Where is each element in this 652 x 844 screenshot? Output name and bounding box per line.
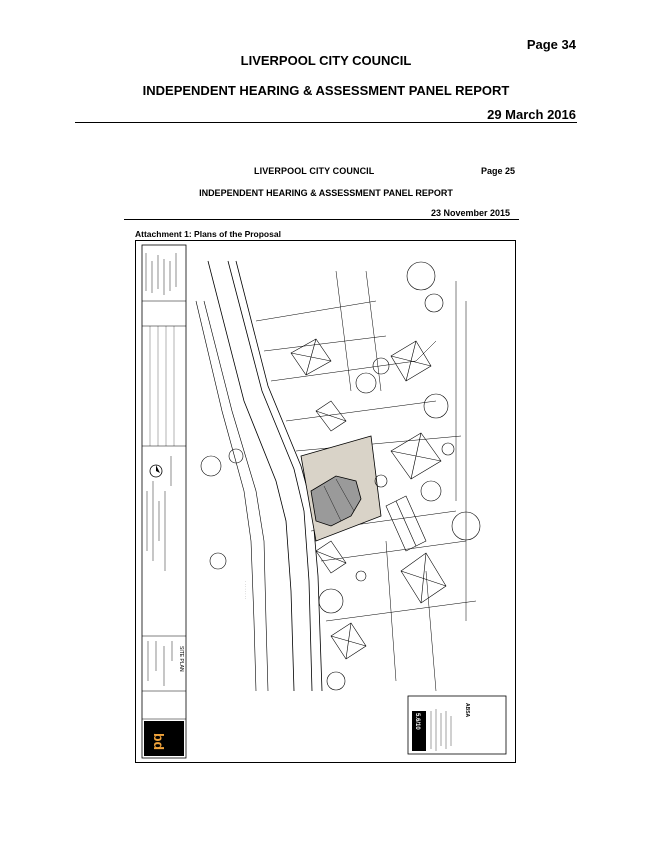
- house-8: [330, 622, 367, 660]
- inner-header-divider: [124, 219, 519, 220]
- proposed-building: [310, 475, 362, 527]
- plan-stamp-number: 5.6/10: [414, 713, 420, 730]
- approval-stamp: [407, 695, 507, 755]
- firm-logo-text: bd: [151, 733, 167, 750]
- drawing-title: SITE PLAN: [178, 646, 184, 672]
- inner-report-date: 23 November 2015: [431, 208, 511, 218]
- header-divider: [75, 122, 577, 123]
- inner-panel-heading: INDEPENDENT HEARING & ASSESSMENT PANEL R…: [199, 188, 453, 198]
- svg-text:· · · · · · · ·: · · · · · · · ·: [243, 581, 248, 599]
- house-2: [390, 340, 432, 382]
- inner-page-number: Page 25: [481, 166, 516, 176]
- house-3: [390, 432, 442, 480]
- house-4: [385, 495, 427, 552]
- page-number: Page 34: [526, 37, 576, 52]
- attachment-caption: Attachment 1: Plans of the Proposal: [135, 229, 281, 239]
- site-plan-drawing: SITE PLAN bd · · · · · · · ·: [135, 240, 516, 763]
- report-date: 29 March 2016: [487, 107, 576, 122]
- stamp-org: ABSA: [464, 703, 470, 718]
- panel-heading: INDEPENDENT HEARING & ASSESSMENT PANEL R…: [142, 83, 510, 98]
- house-1: [290, 338, 332, 376]
- firm-logo-icon: [144, 721, 184, 756]
- inner-council-heading: LIVERPOOL CITY COUNCIL: [254, 166, 375, 176]
- house-6: [315, 540, 347, 574]
- council-heading: LIVERPOOL CITY COUNCIL: [240, 53, 412, 68]
- house-5: [400, 552, 447, 604]
- site-plan-svg: SITE PLAN bd · · · · · · · ·: [141, 244, 507, 759]
- house-7: [315, 400, 347, 432]
- title-block: [141, 244, 187, 759]
